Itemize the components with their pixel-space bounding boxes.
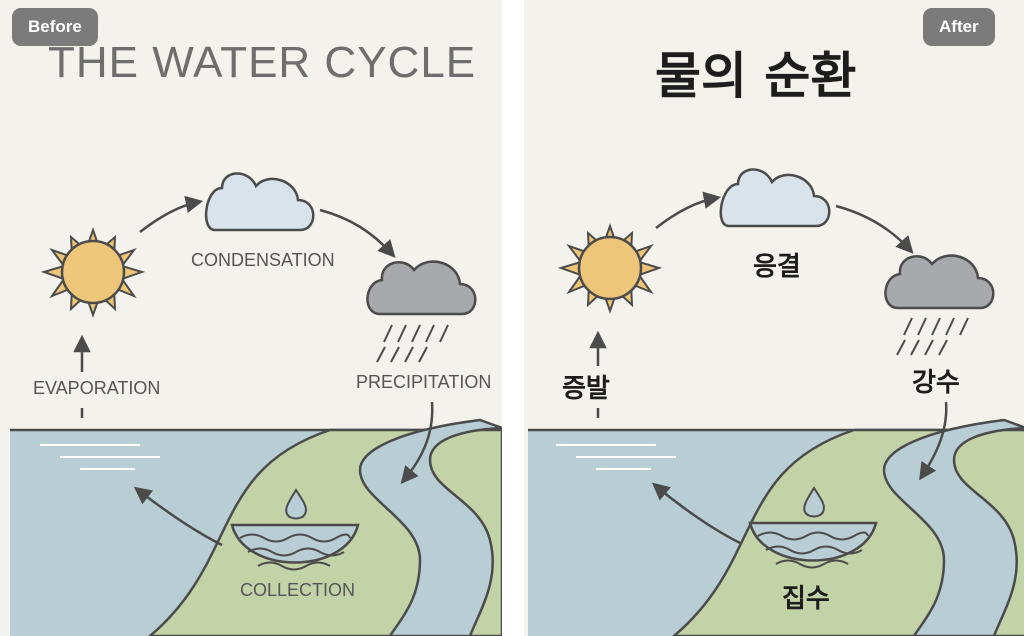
- cycle-arrows: [73, 195, 434, 547]
- evaporation-label: EVAPORATION: [33, 378, 161, 398]
- before-badge: Before: [12, 8, 98, 46]
- after-diagram: [528, 168, 1024, 636]
- before-panel: CONDENSATION EVAPORATION PRECIPITATION C…: [0, 0, 502, 636]
- collection-basin-icon: [748, 486, 878, 569]
- arrow-cloud-to-rain: [835, 204, 914, 254]
- after-panel: 응결 증발 강수 집수 물의 순환: [524, 0, 1024, 636]
- arrow-sun-to-cloud: [655, 191, 722, 229]
- collection-basin-icon: [230, 488, 360, 571]
- arrow-rain-to-land: [919, 401, 948, 481]
- before-diagram: [10, 172, 502, 636]
- arrow-collection-to-ocean: [133, 486, 223, 547]
- river: [358, 418, 502, 636]
- arrow-cloud-to-rain: [319, 208, 396, 258]
- evaporation-label: 증발: [562, 374, 610, 404]
- collection-label: COLLECTION: [240, 580, 356, 600]
- arrow-rain-to-land: [400, 401, 434, 485]
- arrow-collection-to-ocean: [651, 482, 741, 545]
- arrow-sun-to-cloud: [139, 195, 204, 233]
- page-title: 물의 순환: [655, 47, 857, 105]
- cycle-arrows: [589, 191, 948, 545]
- rain-cloud-icon: [884, 254, 995, 310]
- rain-cloud-icon: [366, 260, 477, 316]
- condensation-label: CONDENSATION: [191, 250, 335, 270]
- rain-icon: [376, 324, 449, 363]
- cloud-light-icon: [719, 168, 831, 228]
- collection-label: 집수: [782, 584, 830, 614]
- cloud-light-icon: [204, 172, 315, 232]
- rain-icon: [896, 317, 969, 356]
- sun-icon: [557, 222, 663, 315]
- sun-icon: [40, 226, 146, 319]
- river: [882, 418, 1024, 636]
- precipitation-label: 강수: [912, 368, 960, 398]
- water-ripples: [556, 444, 676, 470]
- water-ripples: [40, 444, 160, 470]
- page-title: THE WATER CYCLE: [48, 38, 477, 87]
- after-badge: After: [923, 8, 995, 46]
- precipitation-label: PRECIPITATION: [356, 372, 492, 392]
- condensation-label: 응결: [753, 252, 801, 282]
